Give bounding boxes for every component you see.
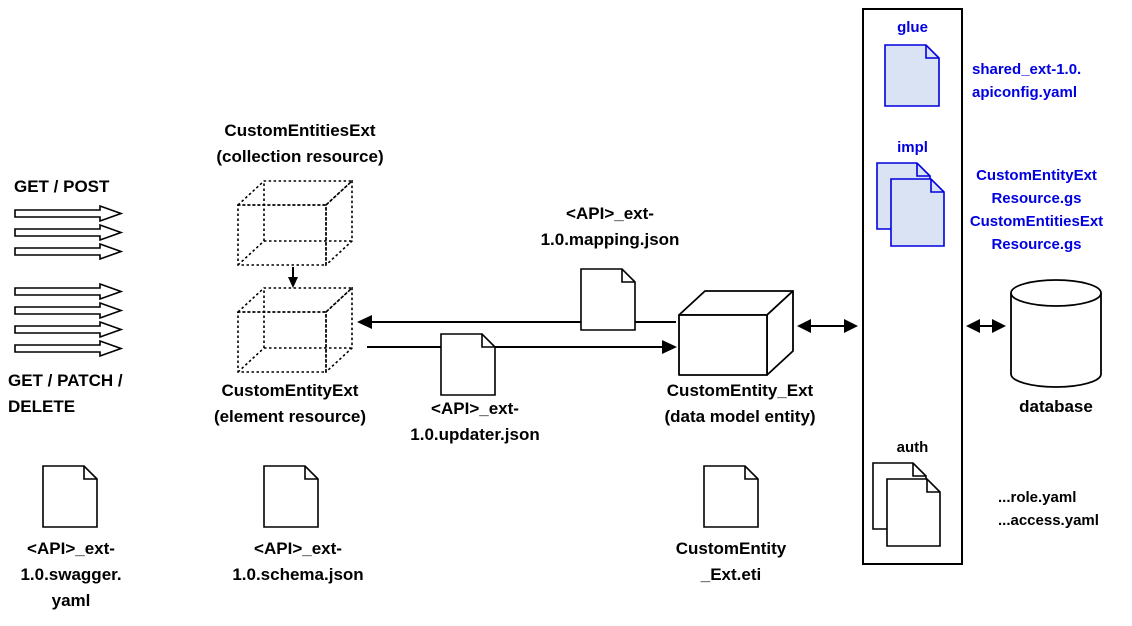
eti-file-label: CustomEntity _Ext.eti <box>675 539 787 584</box>
block-arrow-icon <box>14 205 124 261</box>
dotted-cube-icon <box>237 287 353 373</box>
database-cylinder-icon <box>1010 279 1102 388</box>
swagger-file-label: <API>_ext- 1.0.swagger. yaml <box>20 539 122 610</box>
database-label: database <box>1019 397 1093 416</box>
down-arrow-icon <box>288 267 298 288</box>
collection-resource-subtitle: (collection resource) <box>216 147 384 166</box>
entity-title: CustomEntity_Ext <box>666 381 814 400</box>
impl-files-label: CustomEntityExt Resource.gs CustomEntiti… <box>969 167 1104 253</box>
impl-label: impl <box>897 139 928 156</box>
glue-label: glue <box>897 19 928 36</box>
mapping-file-label: <API>_ext- 1.0.mapping.json <box>540 204 680 249</box>
collection-resource-title: CustomEntitiesExt <box>224 121 376 140</box>
document-icon <box>580 268 636 331</box>
glue-files-label: shared_ext-1.0. apiconfig.yaml <box>972 61 1082 101</box>
document-icon <box>440 333 496 396</box>
get-patch-delete-label: GET / PATCH / DELETE <box>8 371 123 416</box>
document-icon <box>884 44 940 107</box>
updater-file-label: <API>_ext- 1.0.updater.json <box>410 399 540 444</box>
auth-files-label: ...role.yaml ...access.yaml <box>998 489 1099 529</box>
double-arrow-icon <box>797 319 858 333</box>
schema-file-label: <API>_ext- 1.0.schema.json <box>232 539 364 584</box>
stacked-documents-icon <box>872 462 941 547</box>
element-resource-title: CustomEntityExt <box>221 381 359 400</box>
dotted-cube-icon <box>237 180 353 266</box>
element-resource-subtitle: (element resource) <box>213 407 367 426</box>
entity-subtitle: (data model entity) <box>664 407 816 426</box>
document-icon <box>263 465 319 528</box>
document-icon <box>42 465 98 528</box>
document-icon <box>703 465 759 528</box>
module-box <box>862 8 963 565</box>
solid-cube-icon <box>678 290 794 376</box>
auth-label: auth <box>896 439 929 456</box>
right-arrow-icon <box>367 340 677 354</box>
block-arrow-icon <box>14 283 124 358</box>
stacked-documents-icon <box>876 162 945 247</box>
double-arrow-icon <box>966 319 1006 333</box>
get-post-label: GET / POST <box>14 177 110 196</box>
